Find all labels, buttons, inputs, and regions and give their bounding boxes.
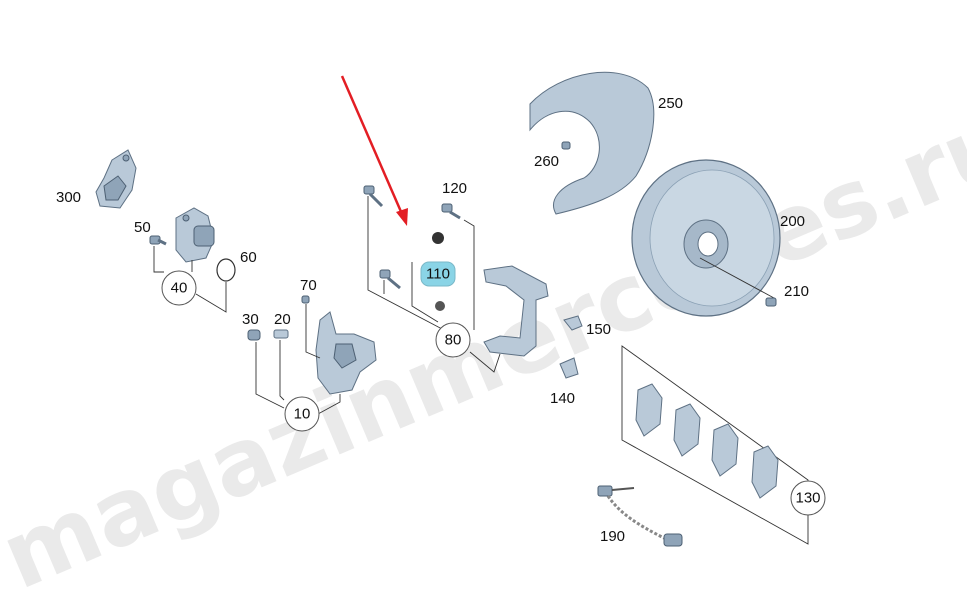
label-40: 40: [171, 280, 188, 297]
part-260-screw[interactable]: [561, 141, 571, 150]
callout-110-highlight[interactable]: [420, 261, 456, 287]
label-20: 20: [274, 311, 291, 328]
part-70-screw[interactable]: [301, 295, 310, 304]
part-110-bushing-top[interactable]: [432, 232, 444, 244]
label-30: 30: [242, 311, 259, 328]
label-110: 110: [426, 266, 450, 283]
part-190-wear-sensor[interactable]: [597, 485, 683, 547]
label-150: 150: [586, 321, 611, 338]
part-140-clip[interactable]: [559, 357, 579, 379]
leader-80: [367, 196, 501, 373]
part-120-bolt[interactable]: [441, 203, 461, 220]
part-200-brake-disc[interactable]: [631, 159, 781, 317]
part-30-cap[interactable]: [247, 329, 261, 341]
label-130: 130: [795, 490, 820, 507]
part-20-bleeder[interactable]: [273, 329, 289, 339]
label-10: 10: [294, 406, 311, 423]
red-arrow-icon: [340, 75, 408, 226]
part-80-bracket[interactable]: [483, 265, 549, 357]
label-80: 80: [445, 332, 462, 349]
leader-130-box: [621, 345, 809, 545]
leader-10: [255, 304, 341, 415]
label-60: 60: [240, 249, 257, 266]
part-50-bolt[interactable]: [149, 235, 167, 246]
leader-210: [699, 257, 775, 299]
part-10-caliper[interactable]: [315, 311, 377, 395]
part-250-splash-shield[interactable]: [529, 71, 655, 215]
label-50: 50: [134, 219, 151, 236]
label-210: 210: [784, 283, 809, 300]
label-200: 200: [780, 213, 805, 230]
part-300-shield[interactable]: [95, 149, 137, 209]
callout-40[interactable]: [161, 270, 197, 306]
part-40-motor[interactable]: [175, 207, 215, 263]
callout-10[interactable]: [284, 396, 320, 432]
leader-40: [153, 246, 227, 313]
part-80-bolt-a[interactable]: [363, 185, 384, 208]
part-60-o-ring[interactable]: [216, 258, 236, 282]
part-210-screw[interactable]: [765, 297, 777, 307]
callout-130[interactable]: [790, 480, 826, 516]
label-140: 140: [550, 390, 575, 407]
watermark: magazinmercedes.ru: [0, 87, 967, 610]
label-70: 70: [300, 277, 317, 294]
label-250: 250: [658, 95, 683, 112]
part-150-clip[interactable]: [563, 315, 583, 331]
label-300: 300: [56, 189, 81, 206]
label-260: 260: [534, 153, 559, 170]
label-190: 190: [600, 528, 625, 545]
part-130-brake-pads[interactable]: [635, 383, 779, 499]
label-120: 120: [442, 180, 467, 197]
part-110-bushing-bottom[interactable]: [435, 301, 445, 311]
part-80-bolt-b[interactable]: [379, 269, 401, 290]
callout-80[interactable]: [435, 322, 471, 358]
